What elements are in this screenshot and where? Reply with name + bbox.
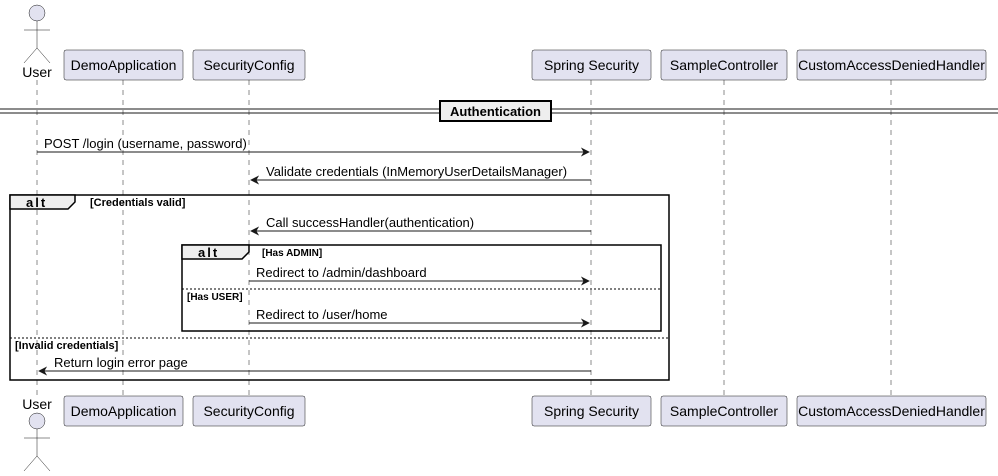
participant-demo-application-top: DemoApplication (63, 49, 184, 81)
divider-label: Authentication (450, 104, 541, 119)
participant-label-custom-access-denied-handler: CustomAccessDeniedHandler (798, 57, 985, 73)
fragment-keyword-inner: alt (198, 245, 219, 260)
participant-custom-access-denied-handler-top: CustomAccessDeniedHandler (796, 49, 987, 81)
message-label-return-error: Return login error page (54, 355, 188, 370)
fragment-guard-invalid-credentials: [Invalid credentials] (15, 340, 119, 352)
participant-label-spring-security-bottom: Spring Security (544, 403, 639, 419)
participant-security-config-top: SecurityConfig (192, 49, 306, 81)
actor-user-top: User (22, 4, 52, 80)
participant-label-demo-application: DemoApplication (71, 57, 177, 73)
participant-label-spring-security: Spring Security (544, 57, 639, 73)
participant-sample-controller-bottom: SampleController (660, 395, 788, 427)
participant-sample-controller-top: SampleController (660, 49, 788, 81)
participant-demo-application-bottom: DemoApplication (63, 395, 184, 427)
message-label-validate-credentials: Validate credentials (InMemoryUserDetail… (266, 164, 567, 179)
message-redirect-user: Redirect to /user/home (249, 307, 590, 328)
fragment-keyword-outer: alt (26, 195, 47, 210)
message-label-post-login: POST /login (username, password) (44, 136, 247, 151)
message-call-success-handler: Call successHandler(authentication) (250, 215, 591, 236)
participant-spring-security-top: Spring Security (531, 49, 652, 81)
participant-security-config-bottom: SecurityConfig (192, 395, 306, 427)
participant-label-demo-application-bottom: DemoApplication (71, 403, 177, 419)
participant-label-custom-access-denied-handler-bottom: CustomAccessDeniedHandler (798, 403, 985, 419)
divider-authentication: Authentication (0, 100, 998, 122)
participant-label-user-bottom: User (22, 396, 52, 412)
actor-head-icon (28, 4, 46, 22)
fragment-inner-alt: alt [Has ADMIN] [Has USER] (181, 244, 662, 332)
message-validate-credentials: Validate credentials (InMemoryUserDetail… (250, 164, 591, 185)
message-post-login: POST /login (username, password) (37, 136, 590, 157)
fragment-guard-has-admin: [Has ADMIN] (262, 248, 322, 259)
participant-label-security-config: SecurityConfig (203, 57, 294, 73)
participant-label-sample-controller-bottom: SampleController (670, 403, 778, 419)
fragment-guard-has-user: [Has USER] (187, 292, 243, 303)
message-label-call-success-handler: Call successHandler(authentication) (266, 215, 474, 230)
message-redirect-admin: Redirect to /admin/dashboard (249, 265, 590, 286)
fragment-outer-alt: alt [Credentials valid] [Invalid credent… (9, 194, 670, 381)
fragment-guard-credentials-valid: [Credentials valid] (90, 197, 186, 209)
message-return-error: Return login error page (38, 355, 591, 376)
actor-user-bottom: User (22, 396, 52, 472)
participant-label-security-config-bottom: SecurityConfig (203, 403, 294, 419)
participant-spring-security-bottom: Spring Security (531, 395, 652, 427)
message-label-redirect-admin: Redirect to /admin/dashboard (256, 265, 427, 280)
participant-label-sample-controller: SampleController (670, 57, 778, 73)
actor-head-icon (28, 412, 46, 430)
participant-custom-access-denied-handler-bottom: CustomAccessDeniedHandler (796, 395, 987, 427)
message-label-redirect-user: Redirect to /user/home (256, 307, 388, 322)
participant-label-user: User (22, 64, 52, 80)
